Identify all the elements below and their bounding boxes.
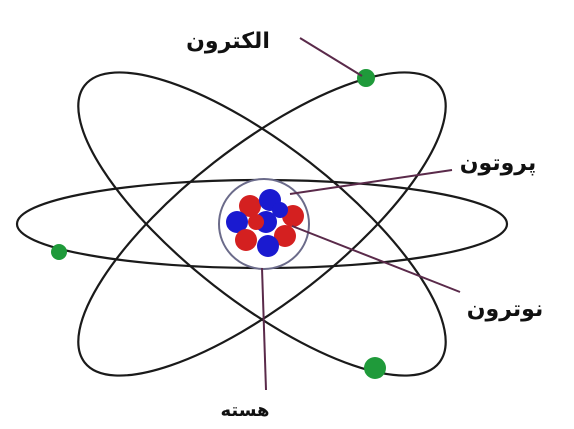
neutron [272, 202, 288, 218]
proton [248, 214, 264, 230]
neutron-label: نوترون [467, 297, 543, 322]
electron-bottom-right [364, 357, 386, 379]
electron-top-right [357, 69, 375, 87]
nucleus-leader-line [262, 268, 266, 390]
proton [235, 229, 257, 251]
neutron-leader-line [292, 226, 460, 292]
electron-left [51, 244, 67, 260]
proton-label: پروتون [460, 151, 536, 176]
electron-leader-line [300, 38, 362, 76]
neutron [257, 235, 279, 257]
nucleus-label: هسته [220, 400, 269, 421]
electron-label: الکترون [186, 29, 270, 54]
